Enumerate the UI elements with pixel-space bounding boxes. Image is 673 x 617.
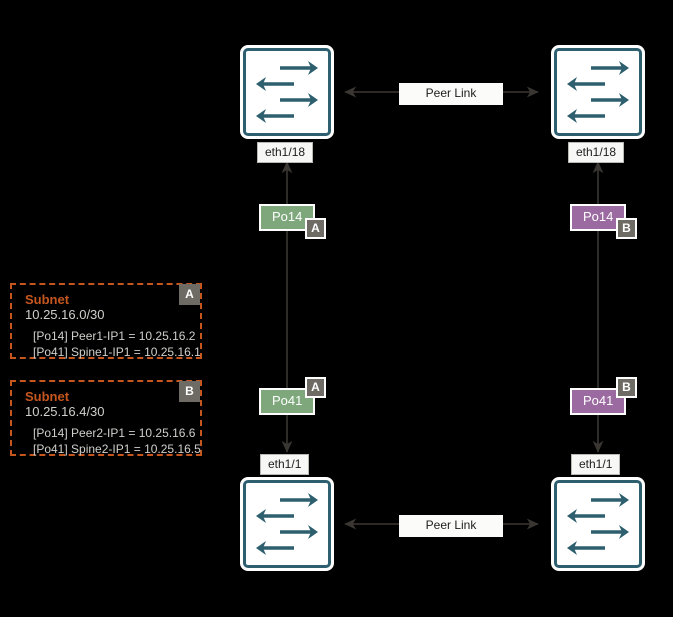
switch-icon	[567, 61, 629, 123]
port-channel-po41-left[interactable]: Po41	[259, 388, 316, 415]
subnet-a-tag: A	[179, 284, 200, 305]
switch-spine-right[interactable]	[554, 48, 642, 136]
port-label-leaf-left: eth1/1	[260, 454, 310, 475]
subnet-a-line-2: [Po41] Spine1-IP1 = 10.25.16.1	[33, 345, 201, 359]
subnet-b-title: Subnet	[25, 389, 70, 404]
subnet-box-b: Subnet 10.25.16.4/30 [Po14] Peer2-IP1 = …	[10, 380, 202, 456]
zone-tag-a: A	[305, 377, 326, 398]
zone-tag-b: B	[616, 218, 637, 239]
zone-tag-a: A	[305, 218, 326, 239]
subnet-b-tag: B	[179, 381, 200, 402]
peer-link-label-bottom: Peer Link	[399, 515, 503, 537]
subnet-b-cidr: 10.25.16.4/30	[25, 404, 105, 419]
subnet-b-line-1: [Po14] Peer2-IP1 = 10.25.16.6	[33, 426, 196, 440]
port-label-leaf-right: eth1/1	[571, 454, 621, 475]
switch-icon	[256, 493, 318, 555]
subnet-a-line-1: [Po14] Peer1-IP1 = 10.25.16.2	[33, 329, 196, 343]
switch-icon	[567, 493, 629, 555]
subnet-a-title: Subnet	[25, 292, 70, 307]
subnet-box-a: Subnet 10.25.16.0/30 [Po14] Peer1-IP1 = …	[10, 283, 202, 359]
port-label-spine-right: eth1/18	[568, 142, 625, 163]
port-label-spine-left: eth1/18	[257, 142, 314, 163]
zone-tag-b: B	[616, 377, 637, 398]
port-channel-po41-right[interactable]: Po41	[570, 388, 627, 415]
switch-icon	[256, 61, 318, 123]
subnet-a-cidr: 10.25.16.0/30	[25, 307, 105, 322]
subnet-b-line-2: [Po41] Spine2-IP1 = 10.25.16.5	[33, 442, 201, 456]
switch-leaf-left[interactable]	[243, 480, 331, 568]
peer-link-label-top: Peer Link	[399, 83, 503, 105]
switch-spine-left[interactable]	[243, 48, 331, 136]
switch-leaf-right[interactable]	[554, 480, 642, 568]
